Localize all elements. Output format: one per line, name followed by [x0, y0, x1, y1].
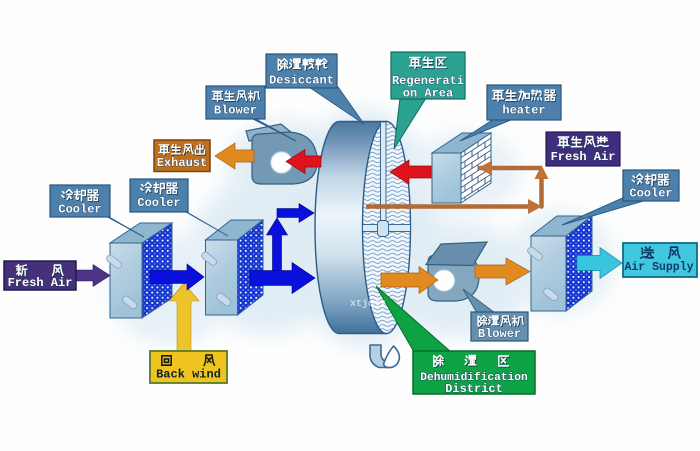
svg-text:xtjqjx: xtjqjx — [350, 298, 386, 310]
svg-text:heater: heater — [502, 104, 545, 118]
svg-text:Back wind: Back wind — [156, 368, 221, 382]
svg-text:Exhaust: Exhaust — [157, 156, 207, 170]
svg-text:Blower: Blower — [478, 327, 521, 341]
svg-text:Cooler: Cooler — [137, 196, 180, 210]
svg-text:on Area: on Area — [403, 87, 453, 101]
svg-text:District: District — [445, 382, 503, 396]
svg-text:Cooler: Cooler — [629, 187, 672, 201]
svg-text:Cooler: Cooler — [58, 203, 101, 217]
svg-text:Fresh Air: Fresh Air — [8, 276, 73, 290]
svg-text:Fresh Air: Fresh Air — [551, 150, 616, 164]
svg-text:Dehumidification: Dehumidification — [420, 372, 528, 384]
svg-text:Blower: Blower — [214, 104, 257, 118]
svg-text:Regenerati: Regenerati — [392, 74, 464, 88]
svg-text:Desiccant: Desiccant — [269, 74, 334, 88]
svg-text:Air Supply: Air Supply — [624, 261, 693, 274]
